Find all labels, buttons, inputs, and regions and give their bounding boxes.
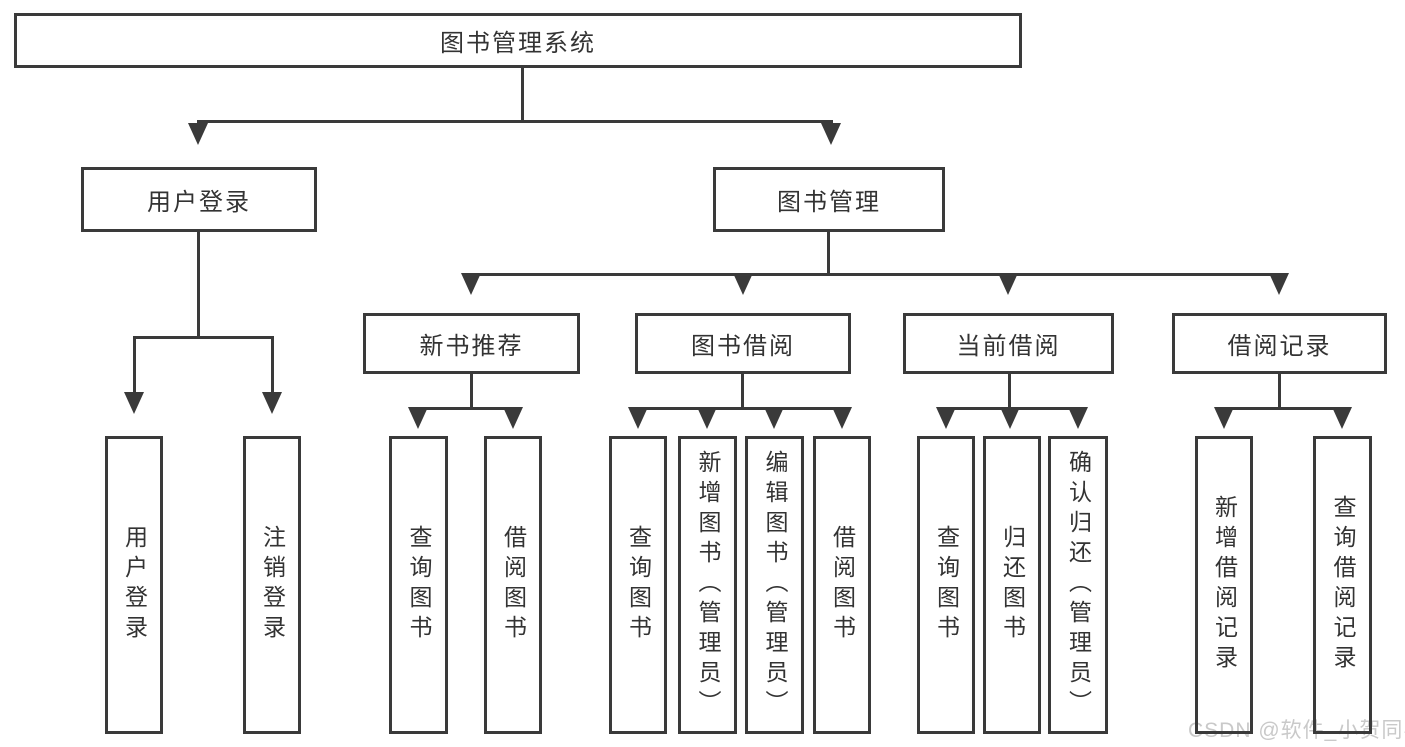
leaf-borrow-books-borrowing: 借阅图书 (813, 436, 871, 734)
leaf-query-books-recommend-label: 查询图书 (406, 525, 432, 645)
arrow-to-book-borrowing (733, 273, 753, 314)
connector-current-stub (1008, 374, 1011, 410)
arrow-to-leaf-query-books-recommend (408, 407, 428, 436)
leaf-query-books-current-label: 查询图书 (933, 525, 960, 645)
node-book-management: 图书管理 (713, 167, 945, 232)
arrow-to-new-book-recommendation (461, 273, 481, 314)
leaf-return-books: 归还图书 (983, 436, 1041, 734)
node-root: 图书管理系统 (14, 13, 1022, 68)
leaf-logout-label: 注销登录 (259, 525, 286, 645)
node-current-borrowing: 当前借阅 (903, 313, 1114, 374)
arrow-to-leaf-confirm-return-admin (1068, 407, 1088, 436)
node-new-book-recommendation: 新书推荐 (363, 313, 580, 374)
connector-root-stub (521, 68, 524, 121)
node-borrowing-records-label: 借阅记录 (1227, 333, 1332, 360)
arrow-head-icon (188, 123, 208, 167)
leaf-logout: 注销登录 (243, 436, 301, 734)
connector-level3-rail (470, 273, 1280, 276)
leaf-user-login: 用户登录 (105, 436, 163, 734)
connector-level2-rail (197, 120, 833, 123)
arrow-shaft (270, 336, 274, 392)
arrow-to-leaf-borrow-books-borrowing (832, 407, 852, 436)
leaf-return-books-label: 归还图书 (999, 525, 1026, 645)
arrow-shaft (132, 336, 136, 392)
arrow-to-borrowing-records (1269, 273, 1289, 314)
connector-user-login-rail (133, 336, 273, 339)
arrow-head-icon (832, 407, 852, 451)
leaf-user-login-label: 用户登录 (121, 525, 148, 645)
leaf-query-books-recommend: 查询图书 (389, 436, 448, 734)
connector-book-management-stub (827, 232, 830, 276)
arrow-head-icon (503, 407, 523, 451)
connector-recommend-stub (470, 374, 473, 410)
arrow-to-leaf-add-books-admin (697, 407, 717, 436)
arrow-head-icon (408, 407, 428, 451)
arrow-to-leaf-add-borrow-record (1214, 407, 1234, 436)
node-user-login: 用户登录 (81, 167, 317, 232)
node-book-borrowing-label: 图书借阅 (691, 333, 795, 360)
arrow-head-icon (461, 273, 481, 317)
arrow-to-current-borrowing (998, 273, 1018, 314)
arrow-head-icon (733, 273, 753, 317)
arrow-to-leaf-query-books-borrowing (628, 407, 648, 436)
arrow-head-icon (998, 273, 1018, 317)
connector-user-login-stub (197, 232, 200, 339)
arrow-head-icon (1068, 407, 1088, 451)
arrow-head-icon (124, 392, 144, 436)
connector-borrowing-rail (637, 407, 843, 410)
arrow-shaft (829, 120, 833, 123)
leaf-borrow-books-recommend: 借阅图书 (484, 436, 542, 734)
leaf-confirm-return-admin: 确认归还（管理员） (1048, 436, 1108, 734)
connector-records-rail (1223, 407, 1343, 410)
leaf-add-books-admin: 新增图书（管理员） (678, 436, 737, 734)
leaf-query-borrow-record: 查询借阅记录 (1313, 436, 1372, 734)
node-book-management-label: 图书管理 (777, 189, 881, 216)
arrow-to-book-management (821, 120, 841, 167)
node-current-borrowing-label: 当前借阅 (956, 333, 1061, 360)
arrow-head-icon (1214, 407, 1234, 451)
leaf-borrow-books-recommend-label: 借阅图书 (500, 525, 527, 645)
arrow-head-icon (821, 123, 841, 167)
arrow-head-icon (262, 392, 282, 436)
arrow-to-leaf-query-books-current (936, 407, 956, 436)
arrow-head-icon (1269, 273, 1289, 317)
csdn-watermark: CSDN @软件_小贺同学 (1188, 719, 1405, 742)
arrow-head-icon (1000, 407, 1020, 451)
arrow-head-icon (936, 407, 956, 451)
arrow-head-icon (697, 407, 717, 451)
node-new-book-recommendation-label: 新书推荐 (419, 333, 524, 360)
connector-records-stub (1278, 374, 1281, 410)
arrow-head-icon (1332, 407, 1352, 451)
arrow-to-leaf-query-borrow-record (1332, 407, 1352, 436)
arrow-to-leaf-edit-books-admin (764, 407, 784, 436)
leaf-borrow-books-borrowing-label: 借阅图书 (829, 525, 856, 645)
arrow-to-leaf-borrow-books-recommend (503, 407, 523, 436)
arrow-shaft (196, 120, 200, 123)
arrow-to-user-login (188, 120, 208, 167)
node-user-login-label: 用户登录 (147, 189, 251, 216)
arrow-to-leaf-return-books (1000, 407, 1020, 436)
leaf-edit-books-admin-label: 编辑图书（管理员） (762, 450, 788, 720)
connector-recommend-rail (417, 407, 514, 410)
leaf-query-borrow-record-label: 查询借阅记录 (1330, 495, 1356, 675)
leaf-query-books-borrowing: 查询图书 (609, 436, 667, 734)
arrow-head-icon (764, 407, 784, 451)
node-root-label: 图书管理系统 (440, 30, 596, 57)
leaf-add-books-admin-label: 新增图书（管理员） (695, 450, 721, 720)
arrow-to-leaf-logout (262, 336, 282, 436)
leaf-confirm-return-admin-label: 确认归还（管理员） (1065, 450, 1092, 720)
leaf-query-books-current: 查询图书 (917, 436, 975, 734)
leaf-query-books-borrowing-label: 查询图书 (625, 525, 652, 645)
node-borrowing-records: 借阅记录 (1172, 313, 1387, 374)
arrow-to-leaf-user-login (124, 336, 144, 436)
connector-borrowing-stub (741, 374, 744, 410)
leaf-add-borrow-record: 新增借阅记录 (1195, 436, 1253, 734)
node-book-borrowing: 图书借阅 (635, 313, 851, 374)
arrow-head-icon (628, 407, 648, 451)
leaf-add-borrow-record-label: 新增借阅记录 (1211, 495, 1238, 675)
leaf-edit-books-admin: 编辑图书（管理员） (745, 436, 804, 734)
